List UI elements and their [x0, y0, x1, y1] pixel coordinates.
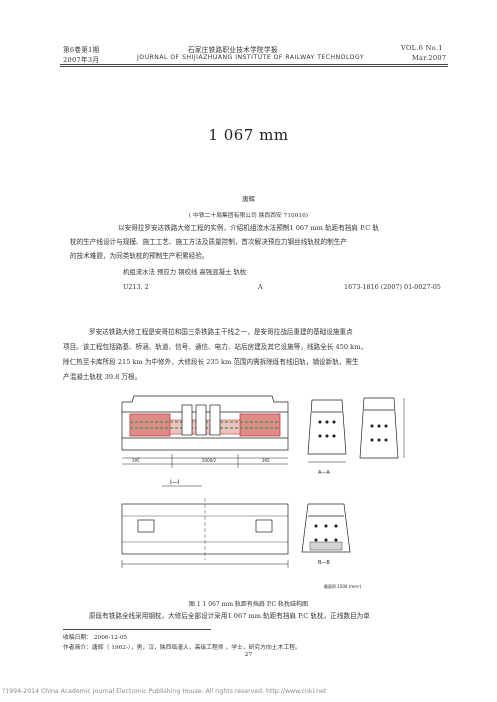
body-line-2: 项目。该工程包括路基、桥涵、轨道、信号、通信、电力、站后房建及其它设施等，线路全… — [63, 343, 367, 351]
section-b-b-view — [301, 503, 351, 553]
footnote-author: 作者简介：唐辉（ 1962-），男，汉，陕西临潼人，高级工程师 ，学士，研究方向… — [63, 645, 301, 651]
section-end-view — [359, 397, 405, 459]
svg-text:395: 395 — [262, 458, 270, 463]
body-line-last: 原既有铁路全线采用钢枕，大修后全部设计采用1 067 mm 轨距有挡肩 P.C … — [89, 612, 370, 620]
clc-number: U213. 2 — [123, 283, 149, 291]
date-en: Mar.2007 — [412, 54, 447, 62]
article-id: 1673-1816 (2007) 01-0027-05 — [344, 283, 441, 291]
abstract-line-3: 的技术难题，为同类轨枕的预制生产积累经验。 — [70, 252, 209, 260]
issue-number: 第6卷第1期 — [63, 46, 100, 54]
figure-note: 截面积 1500 (mm²) — [324, 583, 362, 589]
section-a-a-view — [307, 399, 347, 463]
header-rule — [60, 64, 448, 65]
author: 唐辉 — [242, 195, 255, 203]
footnote-rule — [63, 629, 211, 630]
footnote-received: 收稿日期： 2006-12-05 — [63, 635, 128, 641]
affiliation: ( 中铁二十局集团有限公司 陕西西安 710016) — [188, 213, 309, 219]
sleeper-elevation-view — [121, 395, 289, 468]
body-line-1: 罗安达铁路大修工程是安哥拉和国三条铁路主干线之一，是安哥拉战后重建的基础设施重点 — [89, 328, 353, 336]
elevation-dimension-labels: 2000/2 395 395 — [132, 458, 270, 463]
figure-caption: 图 1 1 067 mm 轨距有挡肩 P.C 轨枕结构图 — [188, 601, 309, 608]
abstract-line-1: 以安哥拉罗安达铁路大修工程的实例，介绍机组流水法预制1 067 mm 轨距有挡肩… — [118, 224, 380, 232]
volume-en: VOL.6 No.1 — [401, 44, 443, 52]
sleeper-structure-figure: 2000/2 395 395 I—I A—A — [121, 395, 405, 589]
section-label-i: I—I — [170, 479, 180, 486]
keywords: 机组流水法 预应力 钢绞线 高强混凝土 轨枕 — [123, 268, 247, 276]
journal-name-cn: 石家庄铁路职业技术学院学报 — [188, 46, 278, 54]
cnki-watermark: ?1994-2014 China Academic Journal Electr… — [2, 688, 327, 695]
abstract-line-2: 枕的生产线设计与规模、施工工艺、施工方法及质量控制，首次解决预应力钢丝线轨枕的制… — [70, 238, 347, 246]
body-line-3: 除仁热至卡库所段 215 km 为中修外，大修段长 235 km 范围内需拆除既… — [63, 358, 359, 366]
svg-text:2000/2: 2000/2 — [202, 458, 217, 463]
sleeper-plan-view — [121, 498, 289, 568]
section-label-b: B—B — [318, 560, 330, 566]
body-line-4: 产混凝土轨枕 39.8 万根。 — [63, 373, 142, 381]
date-cn: 2007年3月 — [63, 56, 100, 64]
section-label-a: A—A — [318, 470, 330, 476]
journal-name-en: JOURNAL OF SHIJIAZHUANG INSTITUTE OF RAI… — [137, 54, 365, 61]
page-number: 27 — [244, 652, 253, 658]
article-title: 1 067 mm — [208, 126, 289, 144]
header-rule-thin — [60, 66, 448, 67]
document-code: A — [258, 283, 263, 291]
svg-text:395: 395 — [132, 458, 140, 463]
